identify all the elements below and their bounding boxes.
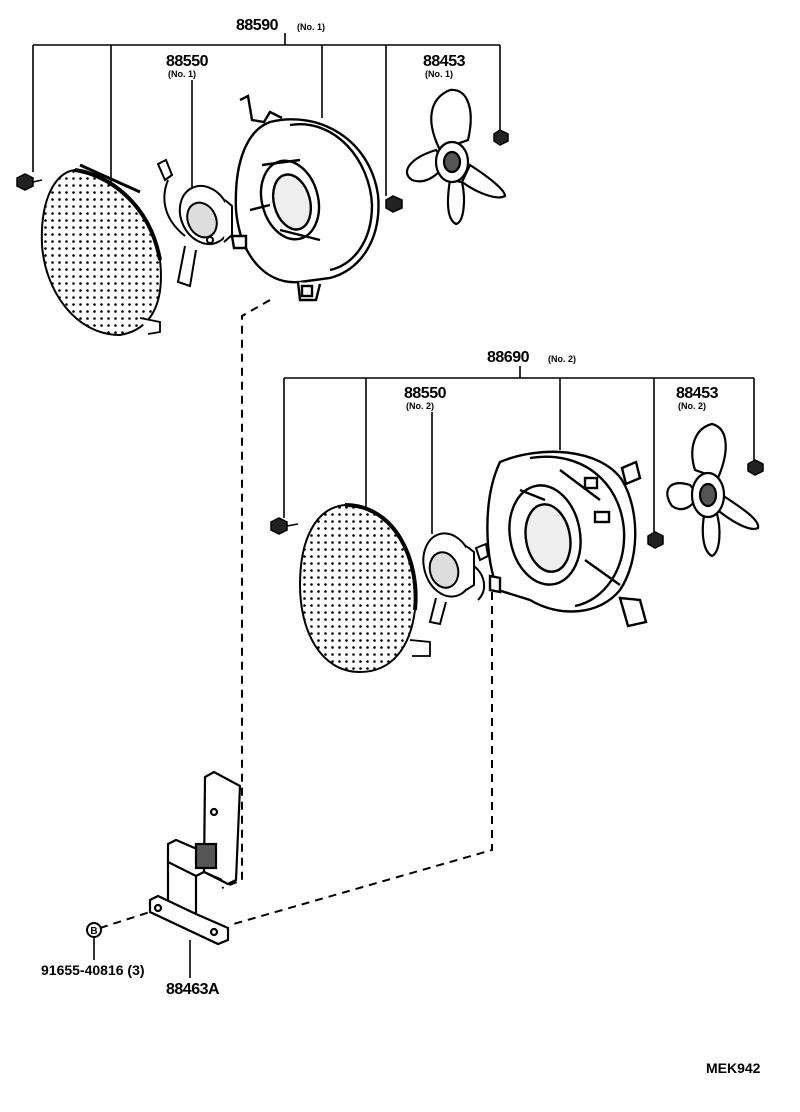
fan-2-qualifier: (No. 2) bbox=[678, 401, 706, 411]
mounting-guide-lines bbox=[99, 299, 493, 929]
bolt-icon bbox=[16, 173, 43, 191]
bolt-icon bbox=[270, 517, 299, 535]
nut-symbol: B bbox=[90, 926, 97, 937]
fan-blade-1 bbox=[405, 88, 507, 226]
fan-blade-2 bbox=[666, 422, 760, 558]
fan-1-part-number: 88453 bbox=[423, 53, 466, 70]
fan-shroud-2 bbox=[486, 450, 648, 628]
bolt-icon bbox=[493, 129, 509, 146]
fan-grille-1 bbox=[40, 163, 162, 337]
assembly-2-qualifier: (No. 2) bbox=[548, 354, 576, 364]
bracket-part-number: 88463A bbox=[166, 981, 220, 998]
bolt-icon bbox=[747, 459, 764, 476]
nut-quantity: (3) bbox=[127, 962, 145, 978]
assembly-2-part-number: 88690 bbox=[487, 349, 530, 366]
nut-part-number-text: 91655-40816 bbox=[41, 962, 124, 978]
assembly-1-qualifier: (No. 1) bbox=[297, 22, 325, 32]
bolt-icon bbox=[385, 195, 403, 213]
bolt-icon bbox=[647, 531, 664, 549]
callout-leaders-bottom bbox=[93, 938, 191, 978]
fan-motor-1 bbox=[156, 158, 233, 288]
diagram-code: MEK942 bbox=[706, 1060, 761, 1076]
callout-tree-assembly-2 bbox=[283, 366, 755, 534]
motor-2-part-number: 88550 bbox=[404, 385, 447, 402]
callout-tree-assembly-1 bbox=[32, 33, 501, 196]
motor-1-qualifier: (No. 1) bbox=[168, 69, 196, 79]
flange-nut-icon: B bbox=[86, 922, 102, 938]
motor-2-qualifier: (No. 2) bbox=[406, 401, 434, 411]
assembly-1-part-number: 88590 bbox=[236, 17, 279, 34]
fan-1-qualifier: (No. 1) bbox=[425, 69, 453, 79]
fan-grille-2 bbox=[298, 503, 431, 674]
nut-part-number: 91655-40816 (3) bbox=[41, 963, 145, 977]
motor-1-part-number: 88550 bbox=[166, 53, 209, 70]
fan-motor-2 bbox=[422, 532, 490, 626]
mounting-bracket bbox=[148, 770, 242, 946]
fan-shroud-1 bbox=[230, 94, 380, 302]
fan-2-part-number: 88453 bbox=[676, 385, 719, 402]
